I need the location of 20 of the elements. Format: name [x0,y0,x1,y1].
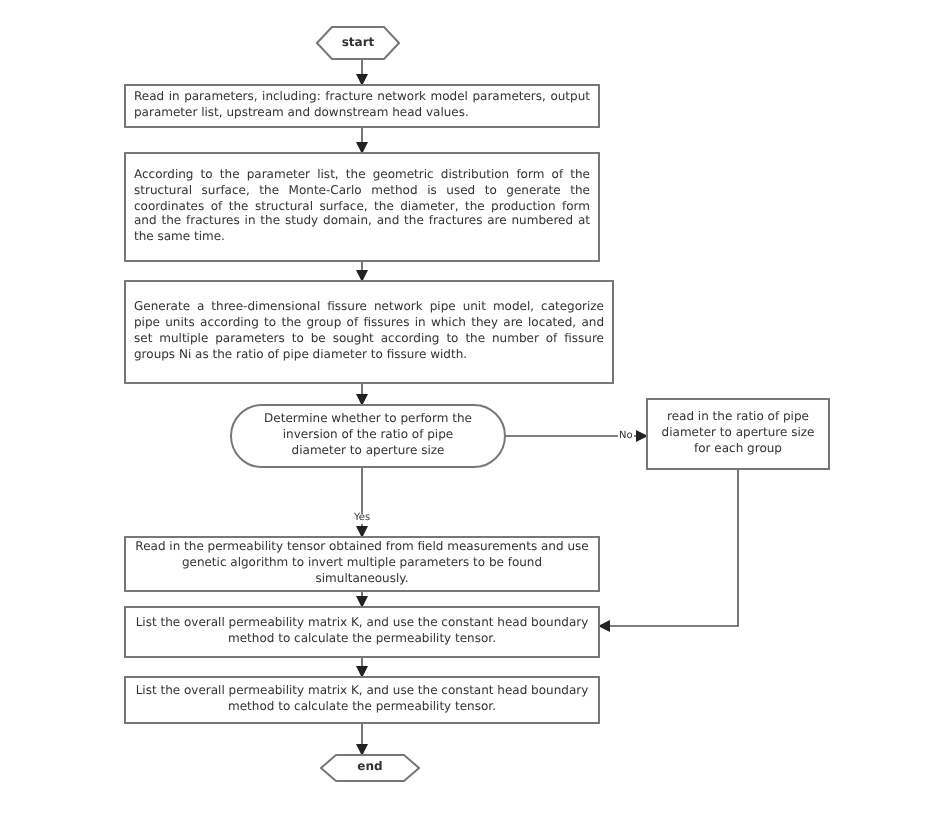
process-box [646,398,830,470]
decision-box [230,404,506,468]
process-box [124,536,600,592]
process-box [124,280,614,384]
process-box [124,606,600,658]
terminal-hexagon [320,754,420,782]
arrow [356,723,368,756]
arrow [356,261,368,282]
arrow [505,430,648,442]
arrow [356,127,368,154]
arrow [356,383,368,406]
arrow [356,657,368,678]
process-box [124,152,600,262]
process-box [124,676,600,724]
arrow [598,469,739,632]
terminal-hexagon [316,26,400,60]
arrow [356,467,368,538]
process-box [124,84,600,128]
arrow [356,59,368,86]
arrow [356,591,368,608]
